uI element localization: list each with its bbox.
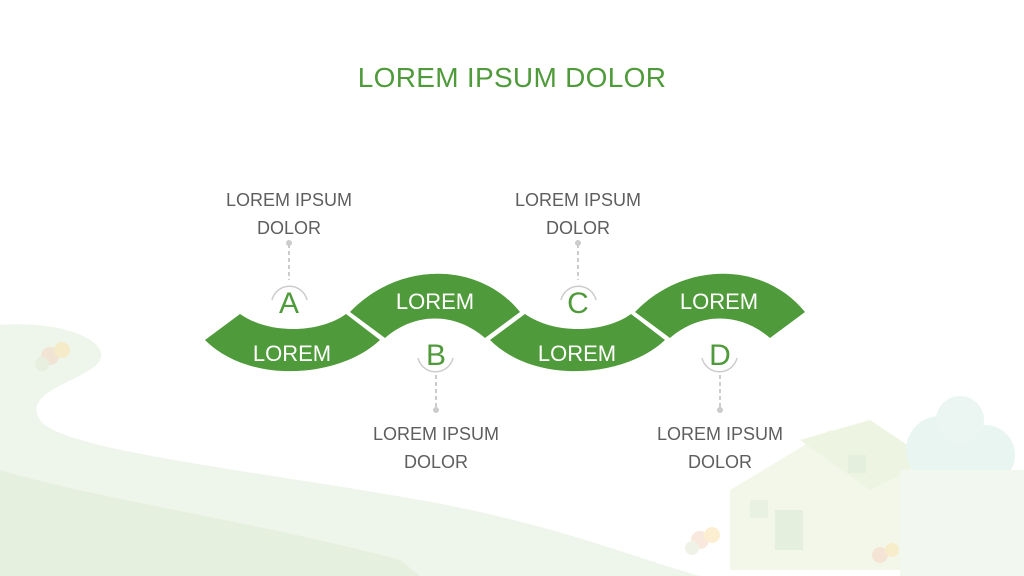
- step-letter-b: B: [426, 339, 446, 372]
- step-label-c-line1: LOREM IPSUM: [514, 190, 642, 210]
- marker-arc-b: [417, 357, 454, 373]
- wave-segment-d: [635, 273, 805, 338]
- wave-segment-a: [205, 314, 380, 372]
- band-label-d: LOREM: [680, 289, 758, 314]
- connector-dot-d: [717, 407, 723, 413]
- flower-decoration: [35, 342, 70, 371]
- step-label-b-line1: LOREM IPSUM: [372, 424, 500, 444]
- marker-arc-c: [560, 285, 597, 301]
- step-label-a: LOREM IPSUM DOLOR: [189, 186, 389, 242]
- step-label-c: LOREM IPSUM DOLOR: [478, 186, 678, 242]
- wave-segment-b: [350, 273, 520, 338]
- band-label-c: LOREM: [538, 341, 616, 366]
- connector-dot-c: [575, 240, 581, 246]
- band-label-b: LOREM: [396, 289, 474, 314]
- step-label-d: LOREM IPSUM DOLOR: [620, 420, 820, 476]
- step-label-a-line1: LOREM IPSUM: [225, 190, 353, 210]
- step-label-b: LOREM IPSUM DOLOR: [336, 420, 536, 476]
- step-letter-a: A: [279, 287, 299, 320]
- page-title: LOREM IPSUM DOLOR: [357, 62, 667, 93]
- house-illustration: [730, 396, 1024, 576]
- step-letter-c: C: [567, 287, 589, 320]
- flower-decoration: [872, 543, 899, 563]
- connector-dot-a: [286, 240, 292, 246]
- step-label-d-line1: LOREM IPSUM: [656, 424, 784, 444]
- flower-decoration: [685, 527, 720, 555]
- marker-arc-d: [701, 357, 738, 373]
- connector-dot-b: [433, 407, 439, 413]
- wave-segment-c: [490, 314, 665, 372]
- step-label-a-line2: DOLOR: [256, 218, 321, 238]
- step-label-b-line2: DOLOR: [403, 452, 468, 472]
- step-letter-d: D: [709, 339, 731, 372]
- band-label-a: LOREM: [253, 341, 331, 366]
- marker-arc-a: [271, 285, 308, 301]
- step-label-d-line2: DOLOR: [687, 452, 752, 472]
- step-label-c-line2: DOLOR: [545, 218, 610, 238]
